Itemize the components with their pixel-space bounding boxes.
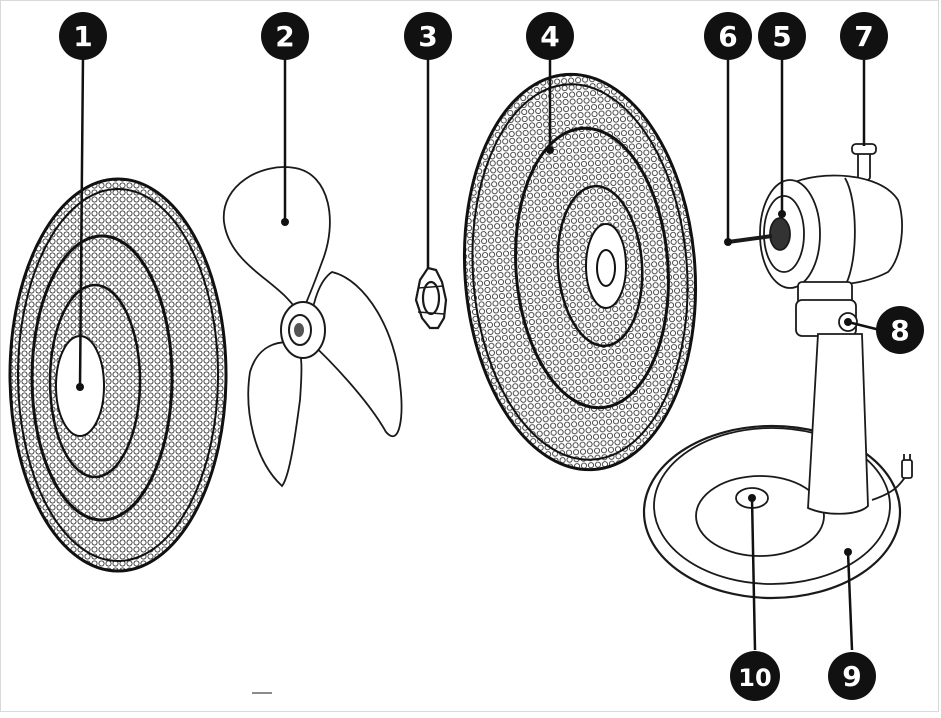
callout-5: 5 xyxy=(758,12,806,60)
rear-grille xyxy=(462,72,698,472)
blade-nut xyxy=(414,266,448,330)
callout-3: 3 xyxy=(404,12,452,60)
svg-text:3: 3 xyxy=(418,20,437,53)
motor-assembly xyxy=(727,143,903,337)
svg-text:1: 1 xyxy=(73,20,92,53)
stand-and-base xyxy=(642,333,913,600)
callout-1: 1 xyxy=(59,12,107,60)
callout-8: 8 xyxy=(876,306,924,354)
svg-text:5: 5 xyxy=(772,20,791,53)
callout-6: 6 xyxy=(704,12,752,60)
callout-10: 10 xyxy=(730,651,780,701)
leader-lines xyxy=(76,55,881,651)
callout-7: 7 xyxy=(840,12,888,60)
svg-text:7: 7 xyxy=(854,20,873,53)
svg-text:8: 8 xyxy=(890,314,909,347)
front-grille xyxy=(8,177,228,573)
svg-text:4: 4 xyxy=(540,20,559,53)
fan-blade xyxy=(223,166,403,488)
callout-2: 2 xyxy=(261,12,309,60)
svg-text:6: 6 xyxy=(718,20,737,53)
svg-text:10: 10 xyxy=(738,664,771,692)
svg-text:9: 9 xyxy=(842,660,861,693)
callout-9: 9 xyxy=(828,652,876,700)
callout-4: 4 xyxy=(526,12,574,60)
svg-text:2: 2 xyxy=(275,20,294,53)
